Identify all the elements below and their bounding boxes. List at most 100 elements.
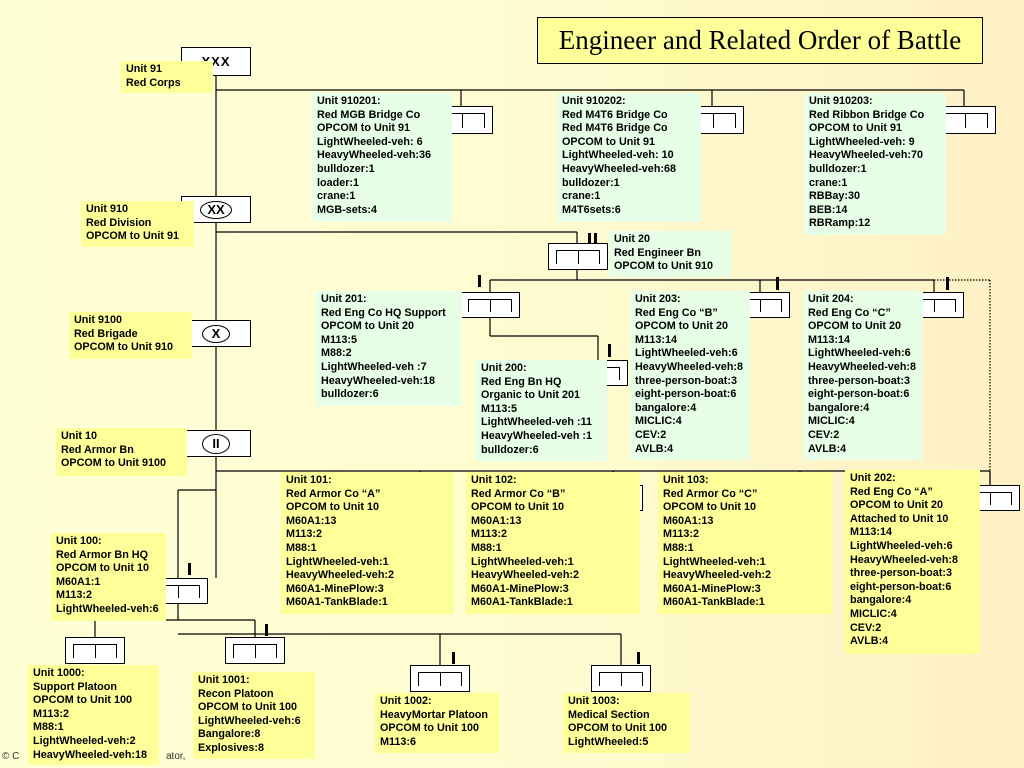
unit-text-line: HeavyWheeled-veh:8 [808, 360, 917, 373]
unit-text-line: Unit 910 [86, 203, 129, 215]
unit-text-line: Unit 9100 [74, 314, 123, 326]
unit-box-101: Unit 101:Red Armor Co “A”OPCOM to Unit 1… [281, 472, 454, 614]
unit-text-line: Unit 101: [286, 474, 332, 486]
unit-text-line: Unit 200: [481, 362, 527, 374]
unit-text-line: M60A1-TankBlade:1 [663, 596, 765, 609]
unit-text-line: HeavyWheeled-veh:2 [663, 569, 772, 582]
unit-text-line: HeavyWheeled-veh:8 [635, 360, 744, 373]
unit-text-line: Unit 100: [56, 535, 102, 547]
unit-text-line: Red MGB Bridge Co [317, 108, 421, 121]
brigade-oval: X [202, 324, 230, 343]
unit-text-line: Unit 10 [61, 430, 97, 442]
unit-text-line: AVLB:4 [850, 635, 889, 648]
unit-text-line: HeavyWheeled-veh:18 [321, 374, 436, 387]
unit-text-line: M113:6 [380, 735, 417, 748]
unit-text-line: Unit 910203: [809, 95, 873, 107]
unit-text-line: LightWheeled-veh:6 [198, 714, 301, 727]
unit-text-line: OPCOM to Unit 20 [321, 320, 414, 333]
unit-text-line: HeavyWheeled-veh :1 [481, 429, 593, 442]
unit-text-line: OPCOM to Unit 91 [86, 230, 179, 243]
unit-text-line: CEV:2 [808, 428, 840, 441]
unit-text-line: LightWheeled-veh:6 [850, 539, 953, 552]
unit-text-line: Red Eng Co HQ Support [321, 306, 446, 319]
unit-text-line: Red Eng Co “B” [635, 306, 718, 319]
unit-text-line: M88:1 [286, 541, 317, 554]
unit-text-line: bangalore:4 [850, 594, 912, 607]
unit-text-line: LightWheeled-veh: 6 [317, 135, 423, 148]
unit-text-line: LightWheeled-veh:1 [471, 555, 574, 568]
unit-text-line: Unit 1000: [33, 667, 85, 679]
armor-symbol-1003 [591, 665, 651, 692]
unit-text-line: Unit 201: [321, 293, 367, 305]
unit-text-line: eight-person-boat:6 [850, 580, 952, 593]
unit-text-line: Support Platoon [33, 680, 117, 693]
unit-text-line: Red Armor Co “C” [663, 487, 758, 500]
unit-text-line: Unit 204: [808, 293, 854, 305]
unit-text-line: LightWheeled:5 [568, 735, 649, 748]
unit-text-line: HeavyWheeled-veh:68 [562, 162, 677, 175]
unit-text-line: Organic to Unit 201 [481, 389, 580, 402]
unit-text-line: eight-person-boat:6 [635, 388, 737, 401]
unit-text-line: M113:2 [33, 707, 70, 720]
unit-text-line: three-person-boat:3 [850, 567, 952, 580]
unit-text-line: M88:1 [471, 541, 502, 554]
brigade-symbol: X [181, 320, 251, 347]
battalion-symbol: II [181, 430, 251, 457]
unit-text-line: M60A1-MinePlow:3 [286, 582, 384, 595]
bridge-symbol-20 [548, 243, 608, 270]
footer-copyright: © C [2, 751, 20, 762]
unit-text-line: OPCOM to Unit 10 [56, 562, 149, 575]
unit-text-line: OPCOM to Unit 10 [286, 501, 379, 514]
unit-text-line: HeavyWheeled-veh:70 [809, 149, 924, 162]
unit-text-line: OPCOM to Unit 91 [809, 122, 902, 135]
armor-symbol-1000 [65, 637, 125, 664]
unit-text-line: Red Engineer Bn [614, 246, 701, 259]
unit-text-line: CEV:2 [850, 621, 882, 634]
unit-text-line: OPCOM to Unit 20 [635, 320, 728, 333]
unit-text-line: crane:1 [317, 190, 356, 203]
unit-text-line: Unit 202: [850, 472, 896, 484]
unit-text-line: M4T6sets:6 [562, 203, 621, 216]
unit-text-line: Unit 910201: [317, 95, 381, 107]
unit-text-line: Red Eng Co “C” [808, 306, 891, 319]
unit-text-line: Unit 910202: [562, 95, 626, 107]
unit-text-line: OPCOM to Unit 10 [471, 501, 564, 514]
unit-text-line: M88:1 [663, 541, 694, 554]
unit-text-line: eight-person-boat:6 [808, 388, 910, 401]
unit-text-line: LightWheeled-veh:6 [56, 602, 159, 615]
unit-text-line: M88:2 [321, 347, 352, 360]
unit-text-line: Red Armor Bn HQ [56, 548, 148, 561]
unit-text-line: bulldozer:6 [321, 388, 379, 401]
unit-text-line: Explosives:8 [198, 741, 265, 754]
unit-text-line: RBBay:30 [809, 190, 861, 203]
unit-text-line: OPCOM to Unit 910 [614, 260, 713, 273]
unit-text-line: M113:2 [56, 589, 93, 602]
battalion-oval: II [202, 433, 230, 454]
unit-text-line: Unit 1002: [380, 695, 432, 707]
unit-text-line: M60A1:1 [56, 575, 101, 588]
unit-text-line: M113:5 [481, 402, 518, 415]
unit-text-line: CEV:2 [635, 428, 667, 441]
unit-text-line: MICLIC:4 [635, 415, 682, 428]
armor-symbol-1002 [410, 665, 470, 692]
unit-text-line: M60A1:13 [663, 514, 714, 527]
unit-text-line: Unit 102: [471, 474, 517, 486]
unit-text-line: bulldozer:1 [809, 162, 867, 175]
unit-text-line: M113:14 [850, 526, 893, 539]
unit-text-line: LightWheeled-veh: 10 [562, 149, 674, 162]
unit-text-line: Attached to Unit 10 [850, 512, 949, 525]
unit-text-line: Red Ribbon Bridge Co [809, 108, 925, 121]
unit-text-line: OPCOM to Unit 100 [198, 701, 297, 714]
unit-text-line: Unit 1001: [198, 674, 250, 686]
unit-text-line: AVLB:4 [808, 442, 847, 455]
unit-text-line: M60A1-TankBlade:1 [286, 596, 388, 609]
unit-text-line: Bangalore:8 [198, 728, 261, 741]
unit-text-line: Red Armor Co “A” [286, 487, 381, 500]
unit-text-line: M113:14 [808, 333, 851, 346]
unit-text-line: Recon Platoon [198, 687, 274, 700]
